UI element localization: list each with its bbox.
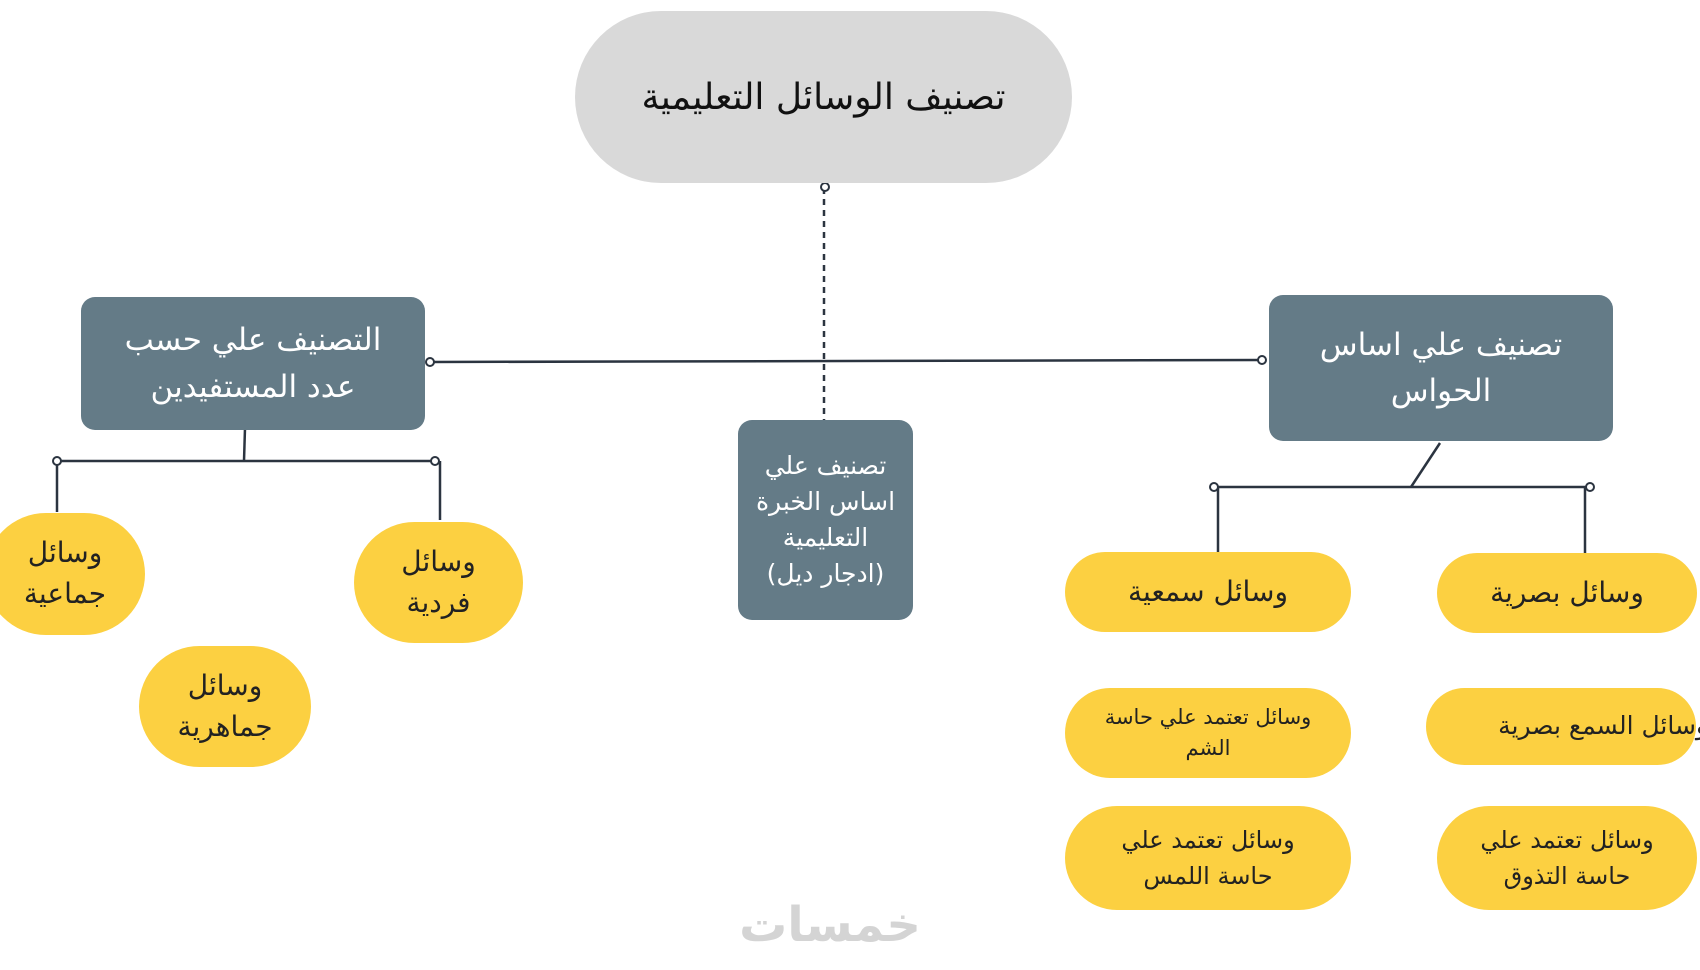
leaf-visual: وسائل بصرية [1437, 553, 1697, 633]
watermark-text: خمسات [739, 897, 921, 953]
leaf-audio-visual: وسائل السمع بصرية [1426, 688, 1700, 765]
leaf-auditory: وسائل سمعية [1065, 552, 1351, 632]
beneficiaries-stem [242, 427, 247, 462]
beneficiaries-left-dot [52, 456, 62, 466]
leaf-taste-label: وسائل تعتمد علي حاسة التذوق [1480, 826, 1654, 890]
watermark-logo: خمسات [700, 895, 960, 955]
leaf-smell: وسائل تعتمد علي حاسة الشم [1065, 688, 1351, 778]
category-by-experience: تصنيف علي اساس الخبرة التعليمية (ادجار د… [738, 420, 913, 620]
leaf-mass-label: وسائل جماهرية [177, 668, 273, 743]
category-by-senses-label: تصنيف علي اساس الحواس [1319, 326, 1563, 410]
beneficiaries-right-dot [430, 456, 440, 466]
leaf-touch-label: وسائل تعتمد علي حاسة اللمس [1121, 826, 1295, 890]
root-title-node: تصنيف الوسائل التعليمية [575, 11, 1072, 183]
category-by-beneficiaries-label: التصنيف علي حسب عدد المستفيدين [124, 322, 382, 405]
category-by-experience-label: تصنيف علي اساس الخبرة التعليمية (ادجار د… [755, 450, 896, 589]
leaf-collective-label: وسائل جماعية [23, 536, 107, 610]
senses-left-dot [1209, 482, 1219, 492]
senses-stem [1409, 442, 1442, 488]
leaf-taste: وسائل تعتمد علي حاسة التذوق [1437, 806, 1697, 910]
leaf-mass: وسائل جماهرية [139, 646, 311, 767]
category-by-senses: تصنيف علي اساس الحواس [1269, 295, 1613, 441]
leaf-visual-label: وسائل بصرية [1490, 575, 1644, 609]
main-horizontal-connector [429, 358, 1263, 364]
right-anchor-dot [1257, 355, 1267, 365]
root-title: تصنيف الوسائل التعليمية [641, 76, 1006, 118]
leaf-touch: وسائل تعتمد علي حاسة اللمس [1065, 806, 1351, 910]
leaf-collective: وسائل جماعية [0, 513, 145, 635]
leaf-individual: وسائل فردية [354, 522, 523, 643]
leaf-auditory-label: وسائل سمعية [1127, 574, 1289, 608]
left-anchor-dot [425, 357, 435, 367]
leaf-individual-label: وسائل فردية [401, 544, 476, 619]
root-anchor-dot [820, 182, 830, 192]
category-by-beneficiaries: التصنيف علي حسب عدد المستفيدين [81, 297, 425, 430]
leaf-smell-label: وسائل تعتمد علي حاسة الشم [1104, 704, 1312, 761]
senses-right-dot [1585, 482, 1595, 492]
leaf-audio-visual-label: وسائل السمع بصرية [1498, 711, 1700, 741]
